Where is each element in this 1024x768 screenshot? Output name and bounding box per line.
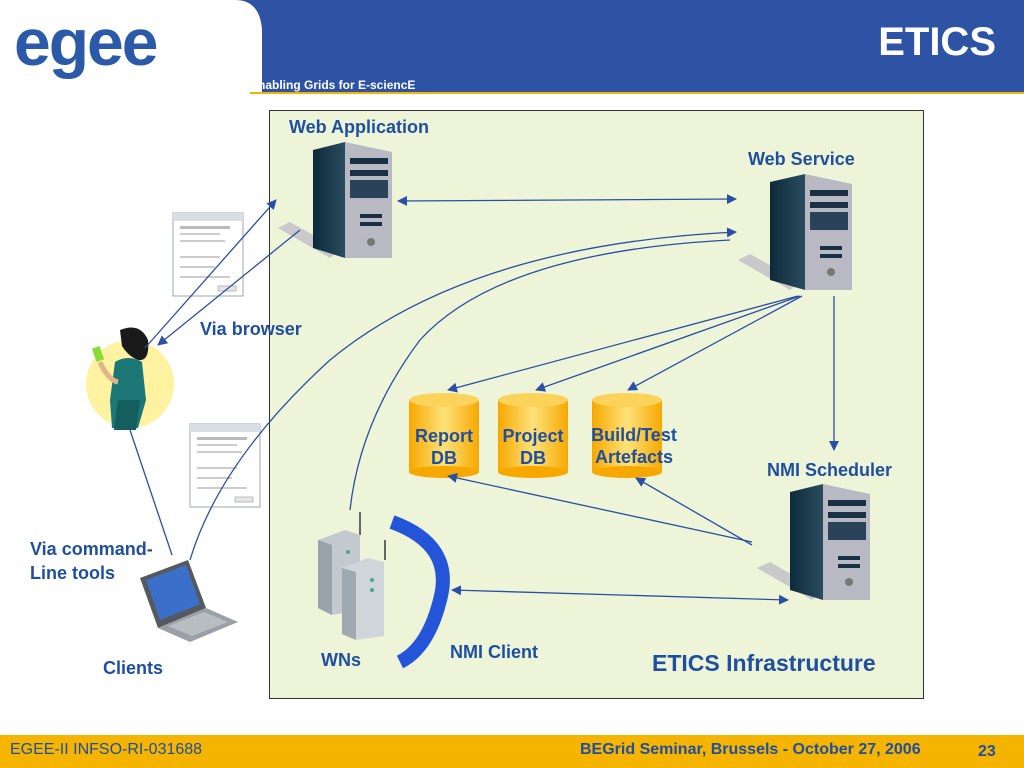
command-line-window-icon — [189, 423, 261, 508]
report-db-label: Report DB — [409, 425, 479, 469]
footer-bar: EGEE-II INFSO-RI-031688 BEGrid Seminar, … — [0, 735, 1024, 768]
logo-background — [0, 0, 262, 94]
build-test-artefacts-cylinder-icon — [592, 393, 662, 478]
via-command-line-line1: Via command- — [30, 539, 153, 559]
build-test-artefacts-label: Build/Test Artefacts — [582, 424, 686, 468]
build-test-line2: Artefacts — [594, 447, 674, 467]
project-db-line1: Project — [502, 426, 564, 446]
nmi-scheduler-label: NMI Scheduler — [767, 460, 893, 480]
web-application-server-icon — [278, 142, 392, 258]
project-id: EGEE-II INFSO-RI-031688 — [10, 741, 203, 758]
project-db-line2: DB — [520, 448, 546, 468]
browser-window-icon — [172, 212, 244, 297]
page-number: 23 — [978, 743, 996, 760]
nmi-scheduler-server-icon — [757, 484, 870, 600]
tagline: Enabling Grids for E-sciencE — [250, 78, 416, 92]
header-divider — [250, 92, 1024, 94]
wns-label: WNs — [321, 650, 361, 670]
report-db-line1: Report — [415, 426, 473, 446]
client-user-icon — [86, 327, 174, 430]
via-browser-label: Via browser — [200, 319, 302, 339]
header-bar: egee Enabling Grids for E-sciencE ETICS — [0, 0, 1024, 94]
event-label: BEGrid Seminar, Brussels - October 27, 2… — [580, 741, 921, 758]
via-command-line-line2: Line tools — [30, 563, 115, 583]
project-db-label: Project DB — [496, 425, 570, 469]
via-command-line-label: Via command- Line tools — [30, 537, 153, 585]
build-test-line1: Build/Test — [591, 425, 677, 445]
worker-nodes-icon — [318, 512, 386, 640]
laptop-icon — [140, 560, 238, 642]
web-service-label: Web Service — [748, 149, 855, 169]
egee-logo: egee — [14, 4, 158, 80]
etics-infrastructure-label: ETICS Infrastructure — [652, 650, 876, 676]
nmi-client-label: NMI Client — [450, 642, 538, 662]
logo-text: egee — [14, 5, 158, 79]
connection-arrows — [129, 194, 839, 605]
nmi-client-arc — [389, 515, 450, 669]
report-db-cylinder-icon — [409, 393, 479, 478]
project-db-cylinder-icon — [498, 393, 568, 478]
web-application-label: Web Application — [289, 117, 430, 137]
clients-label: Clients — [103, 658, 164, 678]
web-service-server-icon — [738, 174, 852, 290]
page-title: ETICS — [878, 20, 996, 64]
report-db-line2: DB — [431, 448, 457, 468]
